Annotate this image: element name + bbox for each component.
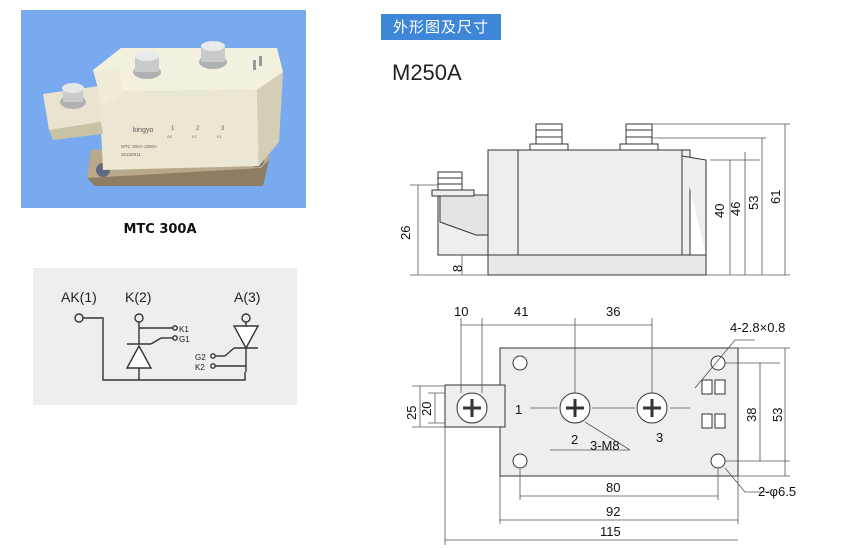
photo-terminal-3-number: 3 <box>221 126 225 132</box>
side-view-drawing: 26 8 40 46 53 61 <box>398 123 790 276</box>
photo-terminal-2-symbol: K2 <box>192 134 198 139</box>
terminal-1-label: 1 <box>515 402 522 417</box>
screw-3-icon <box>199 41 227 69</box>
top-view-drawing: 10 41 36 25 20 38 53 80 92 115 1 2 3 3-M… <box>404 304 796 545</box>
screw-2-icon <box>133 51 161 79</box>
terminal-screw-2-icon <box>559 392 591 424</box>
photo-date-text: 20150911 <box>121 152 141 157</box>
pin-k2-label: K2 <box>195 363 205 372</box>
terminal-k2-label: K(2) <box>125 289 151 305</box>
photo-terminal-2-number: 2 <box>196 126 200 132</box>
dim-40: 40 <box>712 204 727 218</box>
photo-terminal-1-number: 1 <box>171 126 175 132</box>
dim-61: 61 <box>768 190 783 204</box>
terminal-a3-label: A(3) <box>234 289 260 305</box>
dim-8: 8 <box>450 265 465 272</box>
dim-36: 36 <box>606 304 620 319</box>
product-caption: MTC 300A <box>123 222 197 237</box>
terminal-screw-3-icon <box>636 392 668 424</box>
hole-note: 2-φ6.5 <box>758 484 796 499</box>
photo-terminal-3-symbol: K1 <box>217 134 223 139</box>
section-header: 外形图及尺寸 <box>381 14 502 40</box>
screw-note: 3-M8 <box>590 438 620 453</box>
dim-26: 26 <box>398 226 413 240</box>
circuit-diagram: AK(1) K(2) A(3) K1 G1 G2 K2 <box>33 268 297 405</box>
dim-53: 53 <box>746 196 761 210</box>
pin-g1-label: G1 <box>179 335 190 344</box>
dim-25: 25 <box>404 406 419 420</box>
photo-terminal-1-symbol: AK <box>167 134 173 139</box>
photo-model-text: MTC 300A-1600V <box>121 144 157 149</box>
product-photo: kingyo 1 2 3 AK K2 K1 MTC 300A-1600V 201… <box>21 10 306 208</box>
dim-80: 80 <box>606 480 620 495</box>
pin-g2-label: G2 <box>195 353 206 362</box>
terminal-ak1-label: AK(1) <box>61 289 97 305</box>
terminal-3-label: 3 <box>656 430 663 445</box>
photo-brand-text: kingyo <box>133 127 153 134</box>
terminal-screw-1-icon <box>456 392 488 424</box>
dim-10: 10 <box>454 304 468 319</box>
pin-note: 4-2.8×0.8 <box>730 320 785 335</box>
model-title: M250A <box>392 60 462 85</box>
terminal-2-label: 2 <box>571 432 578 447</box>
dim-92: 92 <box>606 504 620 519</box>
pin-k1-label: K1 <box>179 325 189 334</box>
dim-20: 20 <box>419 402 434 416</box>
dim-41: 41 <box>514 304 528 319</box>
dim-46: 46 <box>728 202 743 216</box>
dim-38: 38 <box>744 408 759 422</box>
dim-115: 115 <box>600 524 621 539</box>
dim-53-top: 53 <box>770 408 785 422</box>
screw-1-icon <box>60 83 86 109</box>
